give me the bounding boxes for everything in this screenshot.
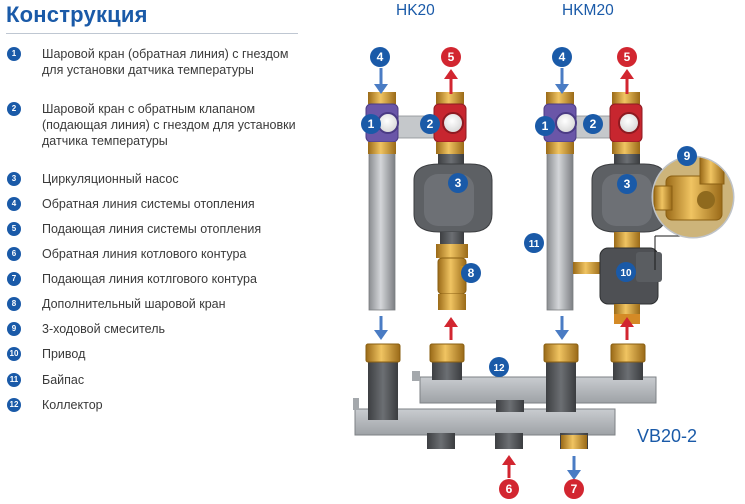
callout-10: 10 xyxy=(616,262,636,282)
legend-badge: 9 xyxy=(7,322,21,336)
callout-3-hkm20: 3 xyxy=(617,174,637,194)
svg-text:11: 11 xyxy=(529,239,540,250)
model-label-vb20: VB20-2 xyxy=(637,426,698,446)
legend-badge: 2 xyxy=(7,102,21,116)
legend-item-10: 10 Привод xyxy=(7,346,297,362)
svg-text:2: 2 xyxy=(427,117,434,131)
collector xyxy=(353,343,657,449)
callout-11: 11 xyxy=(524,233,544,253)
callout-6: 6 xyxy=(499,479,519,499)
callout-9: 9 xyxy=(677,146,697,166)
callout-3-hk20: 3 xyxy=(448,173,468,193)
legend-text: Привод xyxy=(42,347,86,361)
legend-badge: 5 xyxy=(7,222,21,236)
legend-badge: 11 xyxy=(7,373,21,387)
svg-text:9: 9 xyxy=(684,149,691,163)
svg-text:5: 5 xyxy=(624,50,631,64)
legend-text: Коллектор xyxy=(42,398,103,412)
legend-badge: 3 xyxy=(7,172,21,186)
legend-item-4: 4 Обратная линия системы отопления xyxy=(7,196,297,212)
callout-4-hkm20: 4 xyxy=(552,47,572,67)
flow-arrows xyxy=(374,68,634,480)
legend-text: Подающая линия системы отопления xyxy=(42,222,262,236)
legend-badge: 10 xyxy=(7,347,21,361)
legend-text: Шаровой кран с обратным клапаном (подающ… xyxy=(42,102,296,148)
callout-2-hkm20: 2 xyxy=(583,114,603,134)
legend-text: Циркуляционный насос xyxy=(42,172,179,186)
legend-text: Дополнительный шаровой кран xyxy=(42,297,226,311)
legend-item-3: 3 Циркуляционный насос xyxy=(7,171,297,187)
callouts: 4 5 4 5 1 2 1 2 3 3 8 9 10 11 12 6 7 xyxy=(361,47,697,499)
title-divider xyxy=(6,33,298,34)
callout-5-hk20: 5 xyxy=(441,47,461,67)
legend-badge: 8 xyxy=(7,297,21,311)
svg-text:1: 1 xyxy=(542,119,549,133)
svg-text:3: 3 xyxy=(624,177,631,191)
legend-item-12: 12 Коллектор xyxy=(7,397,297,413)
callout-8: 8 xyxy=(461,263,481,283)
callout-1-hkm20: 1 xyxy=(535,116,555,136)
svg-text:3: 3 xyxy=(455,176,462,190)
svg-text:10: 10 xyxy=(620,268,632,279)
legend-text: 3-ходовой смеситель xyxy=(42,322,166,336)
callout-12: 12 xyxy=(489,357,509,377)
svg-text:8: 8 xyxy=(468,266,475,280)
legend-badge: 4 xyxy=(7,197,21,211)
callout-5-hkm20: 5 xyxy=(617,47,637,67)
mixer-zoom-detail xyxy=(651,155,735,270)
legend-badge: 7 xyxy=(7,272,21,286)
legend-text: Обратная линия котлового контура xyxy=(42,247,247,261)
legend-text: Байпас xyxy=(42,373,85,387)
svg-text:2: 2 xyxy=(590,117,597,131)
legend-item-1: 1 Шаровой кран (обратная линия) с гнездо… xyxy=(7,46,297,78)
hk20-group xyxy=(365,92,493,311)
callout-7: 7 xyxy=(564,479,584,499)
model-label-hkm20: HKM20 xyxy=(562,2,614,19)
legend-item-7: 7 Подающая линия котлгового контура xyxy=(7,271,297,287)
legend-item-11: 11 Байпас xyxy=(7,372,297,388)
model-label-hk20: HK20 xyxy=(396,2,435,19)
page-title: Конструкция xyxy=(6,2,148,27)
legend-badge: 6 xyxy=(7,247,21,261)
svg-text:7: 7 xyxy=(571,482,578,496)
legend: 1 Шаровой кран (обратная линия) с гнездо… xyxy=(0,0,310,504)
legend-item-8: 8 Дополнительный шаровой кран xyxy=(7,296,297,312)
svg-text:12: 12 xyxy=(493,363,505,374)
svg-text:1: 1 xyxy=(368,117,375,131)
legend-text: Подающая линия котлгового контура xyxy=(42,272,257,286)
svg-text:6: 6 xyxy=(506,482,513,496)
svg-text:4: 4 xyxy=(377,50,384,64)
legend-badge: 12 xyxy=(7,398,21,412)
svg-text:4: 4 xyxy=(559,50,566,64)
callout-4-hk20: 4 xyxy=(370,47,390,67)
callout-2-hk20: 2 xyxy=(420,114,440,134)
legend-text: Обратная линия системы отопления xyxy=(42,197,255,211)
callout-1-hk20: 1 xyxy=(361,114,381,134)
svg-text:5: 5 xyxy=(448,50,455,64)
legend-item-9: 9 3-ходовой смеситель xyxy=(7,321,297,337)
legend-item-2: 2 Шаровой кран с обратным клапаном (пода… xyxy=(7,101,297,149)
legend-item-6: 6 Обратная линия котлового контура xyxy=(7,246,297,262)
legend-text: Шаровой кран (обратная линия) с гнездом … xyxy=(42,47,289,77)
hkm20-group xyxy=(543,92,667,324)
legend-badge: 1 xyxy=(7,47,21,61)
legend-item-5: 5 Подающая линия системы отопления xyxy=(7,221,297,237)
